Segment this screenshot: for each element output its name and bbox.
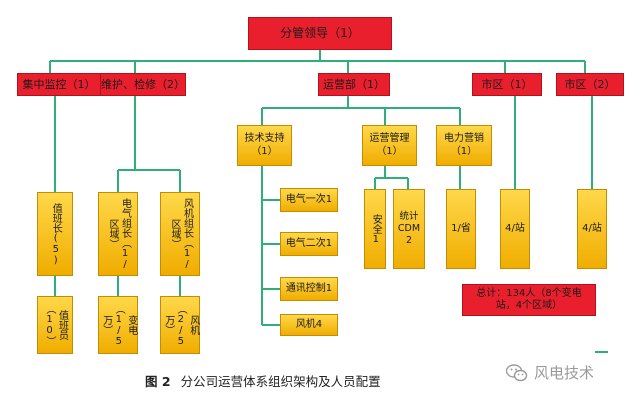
tech-support-box: 技术支持 （1）: [237, 125, 292, 166]
power-marketing-count: （1）: [450, 145, 478, 157]
tech-item-wind: 风机4: [280, 314, 338, 336]
power-province-box: 1/省: [446, 189, 476, 269]
duty-staff-box: 值班员（10）: [37, 296, 73, 354]
city2-station-box: 4/站: [577, 189, 607, 269]
maintenance-box: 维护、检修（2）: [100, 73, 186, 96]
stats-cdm: CDM: [397, 223, 421, 235]
figure-caption: 图 2 分公司运营体系组织架构及人员配置: [145, 371, 381, 390]
monitor-box: 集中监控（1）: [17, 73, 101, 96]
ops-dept-box: 运营部（1）: [318, 73, 390, 96]
wechat-icon: [505, 363, 528, 382]
city1-station-box: 4/站: [500, 189, 530, 269]
figure-number: 图 2: [145, 374, 171, 389]
tech-support-label: 技术支持: [244, 133, 285, 144]
power-marketing-box: 电力营销 （1）: [436, 125, 492, 166]
ops-mgmt-count: （1）: [376, 145, 403, 157]
elec-head-box: 电气组长（1/区域）: [98, 192, 138, 276]
stats-label: 统计: [399, 211, 419, 223]
figure-title: 分公司运营体系组织架构及人员配置: [180, 374, 381, 389]
tech-item-primary: 电气一次1: [280, 188, 338, 212]
tech-item-secondary: 电气二次1: [280, 232, 338, 256]
brand-name: 风电技术: [534, 364, 595, 382]
wind-head-box: 风机组长（1/区域）: [160, 192, 200, 276]
top-leader-box: 分管领导（1）: [248, 17, 392, 50]
safety-box: 安全1: [364, 189, 386, 269]
duty-head-box: 值班长(5): [37, 192, 73, 276]
stats-count: 2: [405, 234, 413, 246]
ops-mgmt-label: 运营管理: [369, 133, 410, 144]
tech-item-comm: 通讯控制1: [280, 277, 338, 301]
power-marketing-label: 电力营销: [444, 133, 484, 144]
city2-box: 市区（2）: [556, 73, 624, 96]
brand-watermark: 风电技术: [505, 362, 595, 383]
stats-box: 统计 CDM 2: [393, 189, 425, 269]
total-summary-box: 总计：134人（8个变电站，4个区域）: [462, 284, 596, 316]
substation-staff-box: 变电（1/5万）: [98, 296, 138, 354]
tech-support-count: （1）: [251, 145, 278, 157]
wind-staff-box: 风机（2/5万）: [160, 296, 200, 354]
city1-box: 市区（1）: [472, 73, 542, 96]
ops-mgmt-box: 运营管理 （1）: [362, 125, 417, 166]
